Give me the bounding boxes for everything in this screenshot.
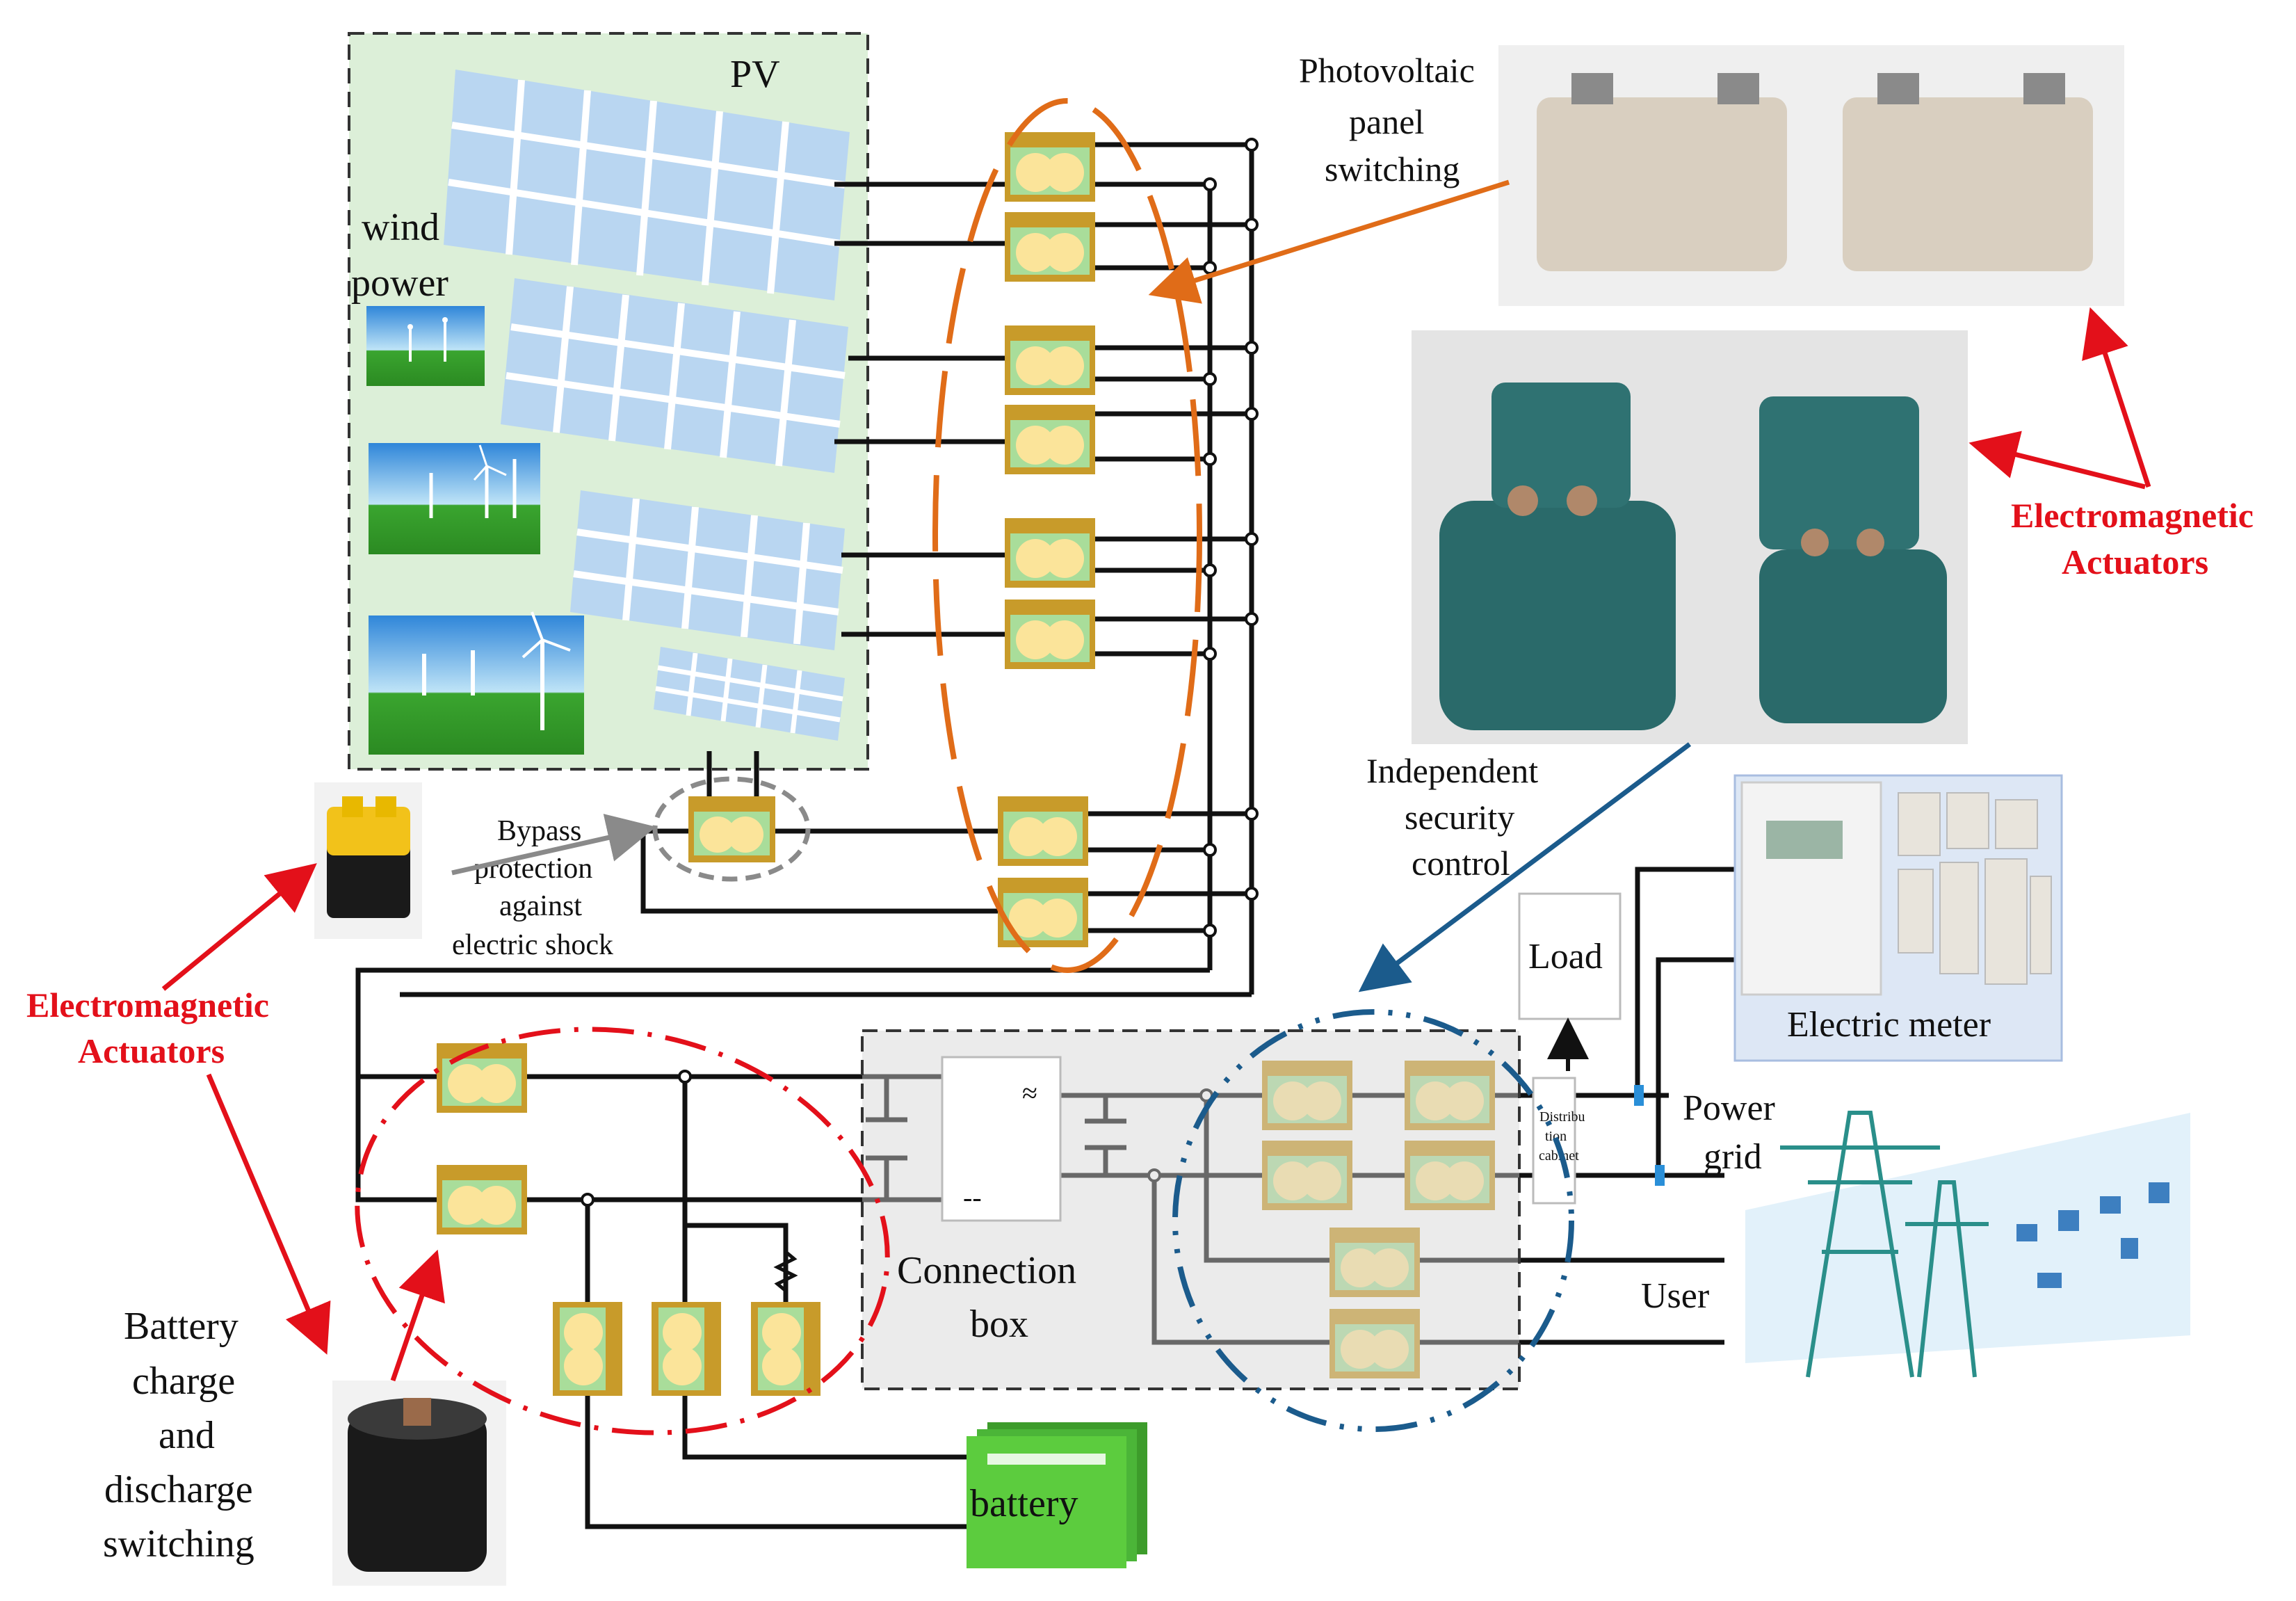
security-label-3: control xyxy=(1412,844,1510,883)
wind-farm-image xyxy=(369,611,584,755)
battery-switching-label-3: and xyxy=(159,1414,215,1457)
wind-farm-image xyxy=(366,306,485,386)
resistor xyxy=(773,1250,798,1292)
wind-farm-image xyxy=(369,443,540,554)
arrow-em-right-2 xyxy=(2082,307,2151,488)
power-label: power xyxy=(351,262,448,305)
actuator-vertical xyxy=(652,1302,721,1396)
connection-box-label-2: box xyxy=(970,1303,1028,1346)
inverter xyxy=(941,1056,1062,1222)
security-label: Independent xyxy=(1366,751,1538,790)
em-actuators-label-right-2: Actuators xyxy=(2062,542,2208,581)
breaker-devices xyxy=(1898,792,2052,985)
photo-battery-actuator xyxy=(332,1381,506,1586)
load-label: Load xyxy=(1528,937,1603,976)
solar-panel xyxy=(570,490,845,650)
actuator xyxy=(1005,518,1095,588)
battery-actuator-ellipse xyxy=(355,1027,890,1435)
pv-switching-label-3: switching xyxy=(1325,150,1460,188)
em-actuators-label-left-2: Actuators xyxy=(78,1031,225,1070)
arrow-pv-photo xyxy=(1148,179,1510,304)
photo-pv-switching-actuators xyxy=(1498,45,2124,306)
meter-tap xyxy=(1634,1085,1644,1106)
output-actuator-ellipse xyxy=(1172,1009,1574,1432)
solar-panel xyxy=(444,70,850,300)
actuator xyxy=(1005,405,1095,474)
pv-actuator-group-ellipse xyxy=(932,98,1202,973)
solar-panel xyxy=(654,647,845,741)
actuator xyxy=(1405,1141,1495,1210)
actuator xyxy=(1262,1141,1352,1210)
bypass-label-3: against xyxy=(499,890,582,922)
battery-label: battery xyxy=(970,1482,1078,1525)
meter-device xyxy=(1740,781,1882,996)
power-grid-label: Power xyxy=(1683,1088,1775,1128)
pv-label: PV xyxy=(730,53,780,96)
actuator-group xyxy=(437,132,1495,1396)
arrow-em-right-1 xyxy=(1968,431,2146,490)
actuator-vertical xyxy=(553,1302,622,1396)
wiring xyxy=(355,142,1738,1529)
arrow-security xyxy=(1358,742,1692,992)
electric-meter-label: Electric meter xyxy=(1787,1005,1991,1045)
actuator-vertical xyxy=(751,1302,820,1396)
security-label-2: security xyxy=(1405,798,1514,837)
arrow-battery-actuator xyxy=(390,1249,445,1382)
actuator xyxy=(1005,600,1095,669)
power-grid-image: Power grid User xyxy=(1641,1088,2190,1378)
meter-display xyxy=(1766,821,1843,859)
junction-dots xyxy=(581,138,1259,1207)
connection-box: ≈ -- Connection box xyxy=(861,1029,1521,1390)
user-label: User xyxy=(1641,1276,1709,1316)
inverter-ac-symbol: ≈ xyxy=(1022,1077,1037,1109)
photo-security-actuators xyxy=(1412,330,1968,744)
actuator xyxy=(1405,1061,1495,1130)
pv-switching-label-2: panel xyxy=(1349,102,1424,141)
em-actuators-label-right: Electromagnetic xyxy=(2011,496,2254,535)
arrow-em-left-1 xyxy=(161,863,317,991)
bypass-actuator xyxy=(688,796,775,862)
power-grid-label-2: grid xyxy=(1704,1137,1762,1177)
electric-meter-panel: Electric meter xyxy=(1733,774,2063,1062)
distribution-cabinet: Distribu tion cabinet xyxy=(1532,1077,1585,1205)
actuator xyxy=(437,1165,527,1234)
arrow-em-left-2 xyxy=(206,1073,331,1355)
actuator xyxy=(1005,132,1095,202)
actuator xyxy=(1262,1061,1352,1130)
bypass-label-2: protection xyxy=(474,853,592,885)
inverter-dc-symbol: -- xyxy=(963,1182,982,1213)
pv-switching-label: Photovoltaic xyxy=(1299,51,1475,90)
em-actuators-label-left: Electromagnetic xyxy=(26,985,269,1024)
arrow-bypass xyxy=(451,814,656,876)
battery-switching-label-5: switching xyxy=(103,1522,254,1566)
meter-tap xyxy=(1655,1165,1665,1186)
actuator xyxy=(998,796,1088,866)
pv-wind-area: PV wind power xyxy=(348,32,869,771)
battery-switching-label: Battery xyxy=(124,1305,239,1348)
solar-panel xyxy=(501,278,848,473)
battery-switching-label-2: charge xyxy=(132,1360,235,1403)
photo-bypass-actuator xyxy=(314,782,422,939)
actuator xyxy=(998,878,1088,947)
bypass-label-4: electric shock xyxy=(452,929,613,961)
connection-box-label: Connection xyxy=(897,1249,1076,1292)
actuator xyxy=(1329,1309,1420,1378)
capacitor xyxy=(866,1117,1126,1161)
load-box: Load xyxy=(1518,892,1622,1071)
svg-text:tion: tion xyxy=(1545,1129,1567,1144)
actuator xyxy=(1329,1228,1420,1297)
bypass-label: Bypass xyxy=(497,815,581,847)
actuator xyxy=(437,1043,527,1113)
wind-label: wind xyxy=(362,206,439,249)
battery-switching-label-4: discharge xyxy=(104,1468,253,1511)
actuator xyxy=(1005,325,1095,395)
actuator xyxy=(1005,212,1095,282)
battery: battery xyxy=(967,1422,1147,1568)
svg-text:Distribu: Distribu xyxy=(1539,1109,1585,1125)
